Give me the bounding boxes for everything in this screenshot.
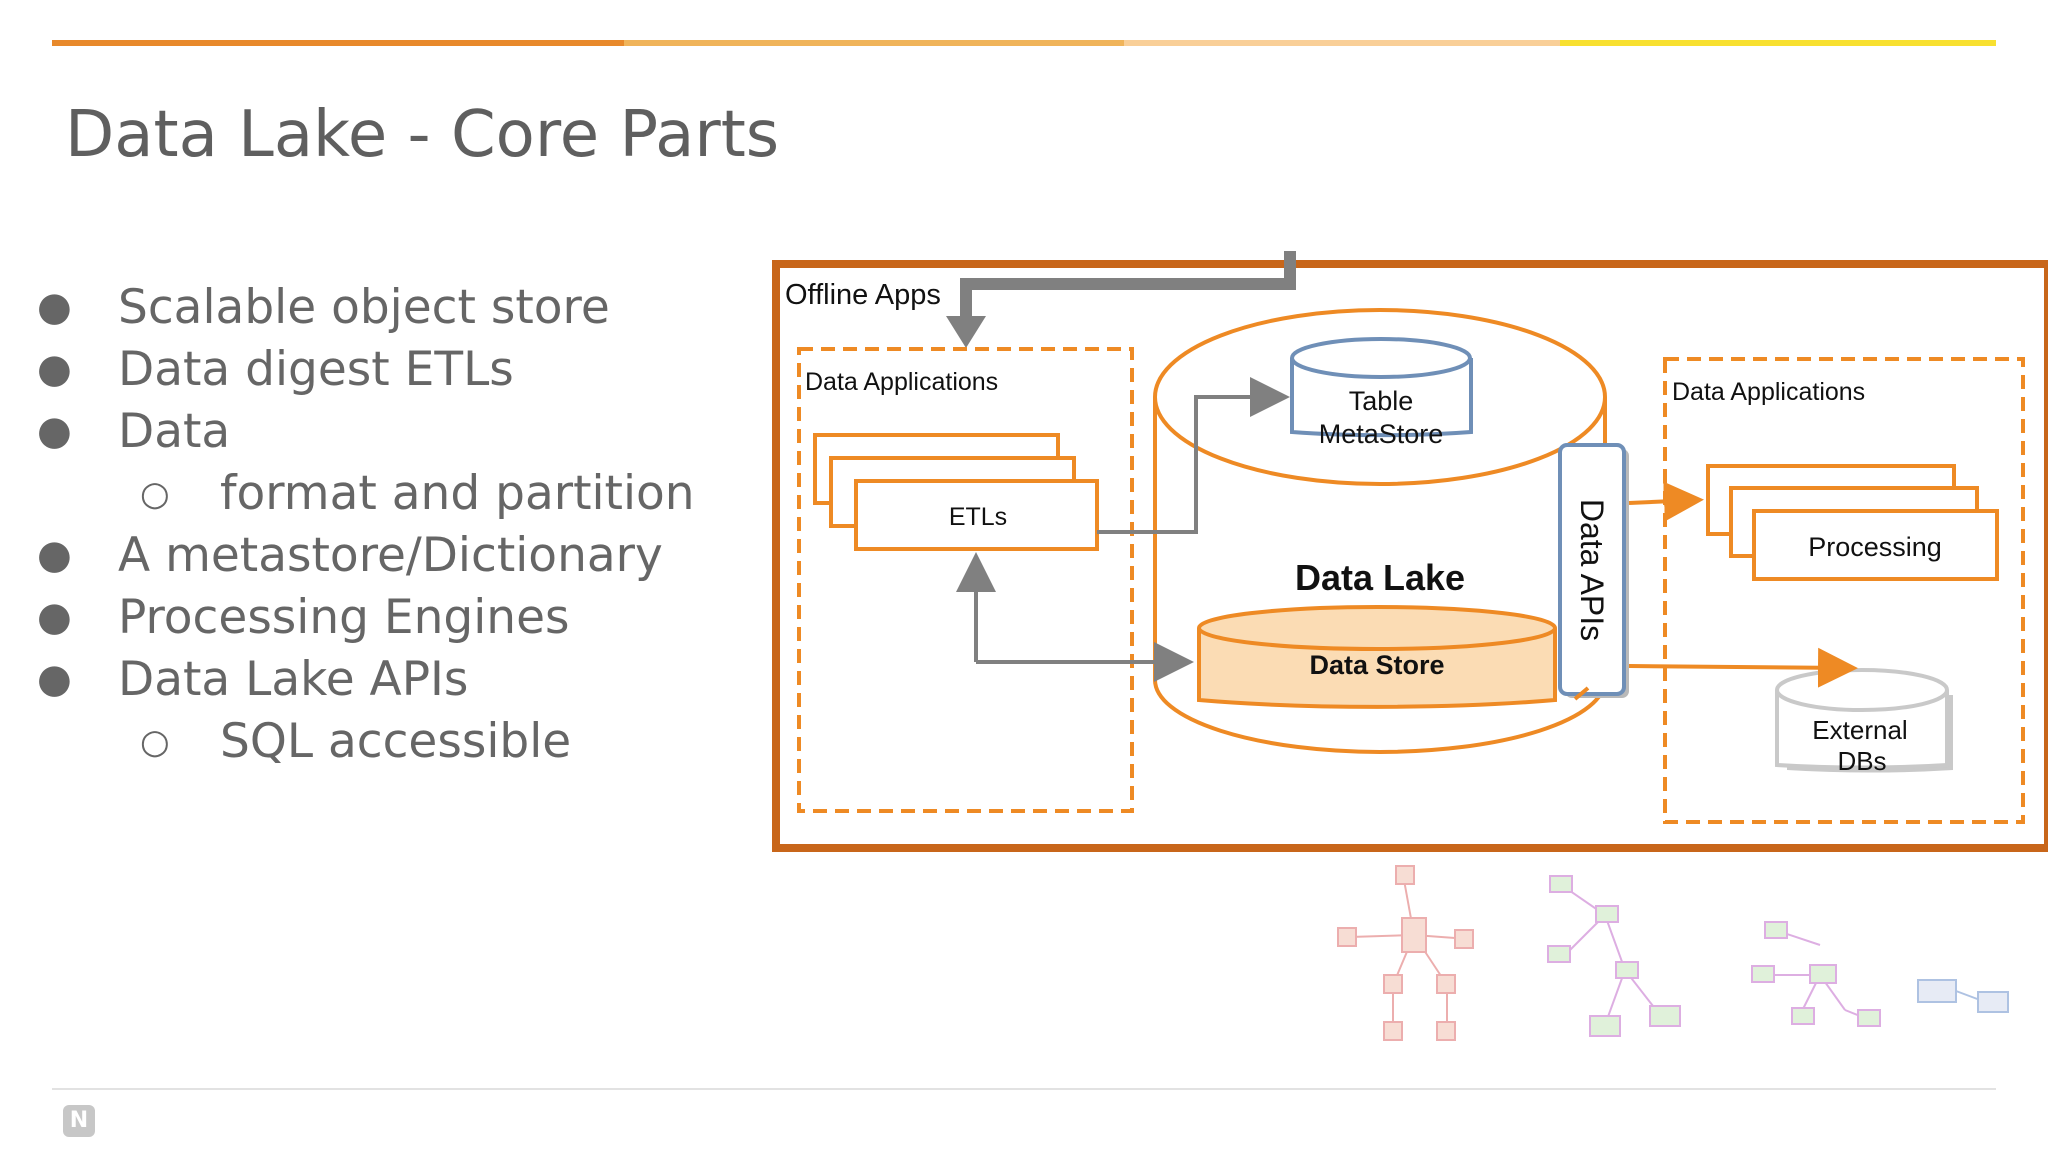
external-dbs-line2: DBs (1837, 746, 1886, 776)
data-store-label: Data Store (1309, 650, 1444, 680)
logo-icon: N (63, 1105, 95, 1137)
bullet-mark: ● (37, 532, 72, 578)
bullet-mark: ● (37, 656, 72, 702)
offline-apps-arrowhead (946, 316, 986, 348)
bullet-mark: ● (37, 346, 72, 392)
data-lake-label: Data Lake (1295, 557, 1465, 598)
accent-bar-segment (624, 40, 1124, 46)
bullet-mark: ● (37, 284, 72, 330)
sub-bullet-text: SQL accessible (220, 714, 572, 769)
bullet-item: ● Data Lake APIs (0, 652, 760, 714)
data-apis-label: Data APIs (1574, 499, 1610, 641)
slide-title: Data Lake - Core Parts (65, 98, 780, 172)
metastore-cylinder-body (1290, 358, 1473, 438)
accent-bar (52, 40, 1996, 46)
apis-to-processing-arrow (1628, 481, 1704, 522)
external-dbs-cylinder-top (1775, 668, 1949, 712)
graph-thumbnails (1337, 865, 2009, 1041)
sub-bullet-mark: ○ (140, 474, 170, 514)
left-group-label: Data Applications (805, 368, 998, 396)
data-apis-box (1558, 443, 1626, 696)
right-data-applications-group (1663, 357, 2025, 824)
graph-thumbnail (1917, 979, 2009, 1013)
bullet-text: Data Lake APIs (118, 652, 469, 707)
accent-bar-segment (1560, 40, 1996, 46)
bullet-item: ● Data digest ETLs (0, 342, 760, 404)
sub-bullet-mark: ○ (140, 722, 170, 762)
accent-bar-segment (52, 40, 624, 46)
graph-thumbnail (1751, 921, 1881, 1027)
offline-apps-label: Offline Apps (785, 279, 941, 311)
metastore-cylinder-top (1290, 337, 1472, 379)
bullet-item: ● Processing Engines (0, 590, 760, 652)
bullet-item: ● Scalable object store (0, 280, 760, 342)
data-store-cylinder-top (1197, 605, 1557, 651)
datastore-to-apis-link (1573, 686, 1590, 701)
sub-bullet-text: format and partition (220, 466, 695, 521)
bullet-text: Scalable object store (118, 280, 610, 335)
graph-thumbnail (1337, 865, 1474, 1041)
metastore-label-line2: MetaStore (1319, 419, 1444, 449)
etls-label: ETLs (949, 503, 1007, 531)
etls-to-metastore-arrow (1097, 377, 1290, 534)
bullet-list: ● Scalable object store ● Data digest ETLs… (0, 280, 760, 776)
metastore-label-line1: Table (1349, 386, 1414, 416)
sub-bullet-item: ○ SQL accessible (0, 714, 760, 776)
bullet-text: Data digest ETLs (118, 342, 514, 397)
bullet-text: Data (118, 404, 231, 459)
processing-box (1752, 509, 1999, 581)
graph-thumbnail (1547, 875, 1681, 1037)
footer-divider (52, 1088, 1996, 1090)
bullet-mark: ● (37, 594, 72, 640)
external-dbs-line1: External (1812, 715, 1907, 745)
bullet-text: Processing Engines (118, 590, 570, 645)
accent-bar-segment (1124, 40, 1560, 46)
bullet-mark: ● (37, 408, 72, 454)
processing-label: Processing (1808, 532, 1942, 562)
right-group-label: Data Applications (1672, 378, 1865, 406)
bullet-item: ● A metastore/Dictionary (0, 528, 760, 590)
etls-box (854, 479, 1099, 551)
apis-to-external-dbs-arrow (1628, 647, 1858, 688)
sub-bullet-item: ○ format and partition (0, 466, 760, 528)
left-data-applications-group (797, 347, 1134, 813)
bullet-text: A metastore/Dictionary (118, 528, 663, 583)
offline-apps-arrow (960, 251, 1296, 320)
bullet-item: ● Data (0, 404, 760, 466)
